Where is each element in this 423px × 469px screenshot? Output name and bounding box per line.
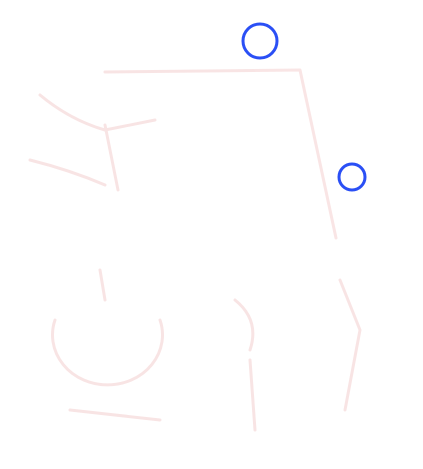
marker-right[interactable] <box>337 162 367 192</box>
marker-top[interactable] <box>241 22 279 60</box>
faint-sketch <box>28 68 362 432</box>
